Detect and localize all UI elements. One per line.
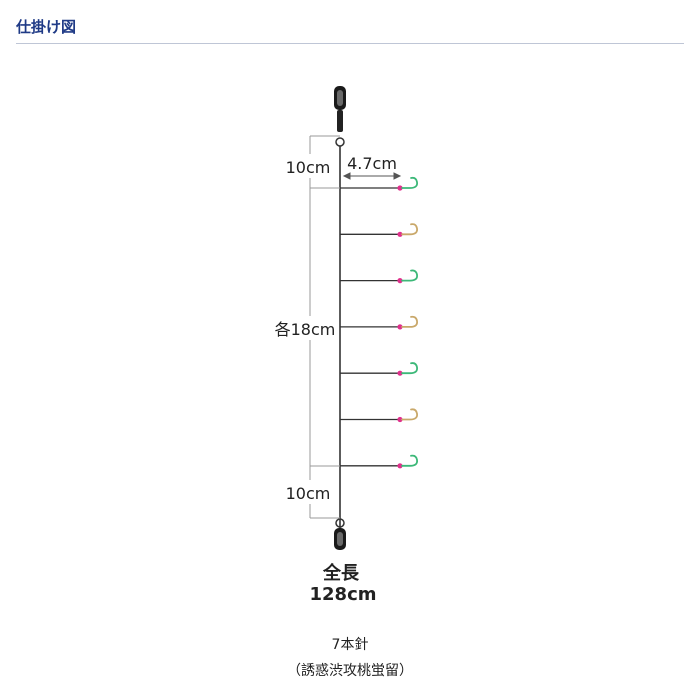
top-swivel-icon [334,86,346,147]
page-title: 仕掛け図 [16,18,77,36]
hook-icon [401,269,419,282]
hook-type: （誘惑渋攻桃蛍留） [287,663,413,679]
bead-icon [397,463,403,469]
total-length-label: 全長 [322,562,360,584]
hook-icon [401,176,419,189]
hook-icon [401,223,419,236]
bead-icon [397,416,403,423]
hook-icon [401,454,419,467]
bead-icon [397,370,403,376]
page-header: 仕掛け図 [16,16,684,44]
top-spacing-label: 10cm [286,158,331,177]
hook-icon [401,315,419,328]
bead-icon [397,278,403,284]
bottom-spacing-label: 10cm [286,484,331,503]
hook-icon [401,362,419,375]
branches [340,176,419,469]
branch-spacing-label: 各18cm [275,320,336,339]
branch-1 [340,176,419,191]
branch-length-label: 4.7cm [347,154,397,173]
hook-icon [401,408,419,421]
hook-count: 7本針 [331,637,369,653]
total-length-value: 128cm [310,584,377,605]
bottom-swivel-icon [334,518,346,550]
branch-6 [340,408,419,423]
branch-2 [340,223,419,237]
branch-5 [340,362,419,376]
bead-icon [397,231,403,237]
branch-3 [340,269,419,284]
branch-length-arrow [342,172,402,180]
branch-4 [340,315,419,330]
branch-7 [340,454,419,469]
bead-icon [397,324,403,330]
bead-icon [397,185,403,191]
